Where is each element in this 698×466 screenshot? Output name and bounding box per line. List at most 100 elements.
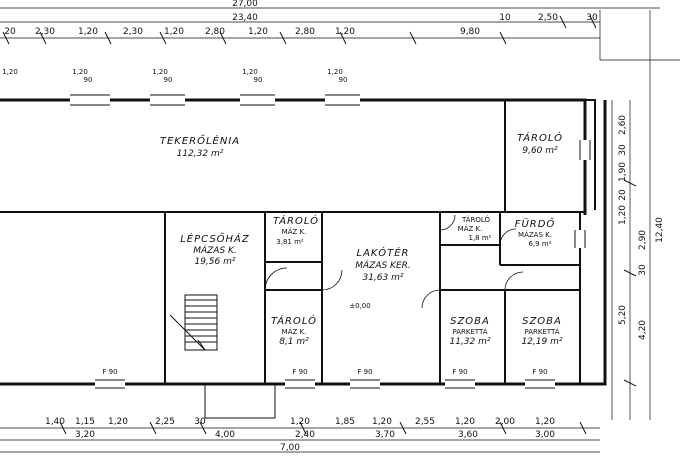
room-area: 112,32 m² xyxy=(177,149,224,159)
room-area: 6,9 m² xyxy=(529,240,552,248)
dim-right-total: 12,40 xyxy=(655,217,665,243)
dim-top-chain: 2,80 xyxy=(295,27,315,37)
room-sub: MÁZAS KER. xyxy=(355,259,411,271)
dim-bottom-chain-2: 4,00 xyxy=(215,430,235,440)
window-labels: F 90 F 90 F 90 F 90 F 90 90 90 90 90 1,2… xyxy=(2,68,547,376)
dim-top-chain: 1,20 xyxy=(248,27,268,37)
room-sub: MÁZ K. xyxy=(458,224,483,233)
room-area: 12,19 m² xyxy=(521,337,562,347)
dim-bottom-chain: 2,00 xyxy=(495,417,515,427)
dim-right-chain: 20 xyxy=(618,189,628,201)
room-name: LAKÓTÉR xyxy=(357,246,410,259)
room-name: SZOBA xyxy=(450,316,490,327)
room-area: 8,1 m² xyxy=(279,337,309,347)
staircase xyxy=(169,294,218,351)
dimension-lines xyxy=(0,7,680,453)
window-label: F 90 xyxy=(102,368,117,376)
window-height: 90 xyxy=(84,76,93,84)
room-area: 1,8 m² xyxy=(469,234,492,242)
room-area: 31,63 m² xyxy=(362,273,403,283)
dim-right-chain: 4,20 xyxy=(638,320,648,340)
dim-overall-width: 27,00 xyxy=(232,0,258,9)
top-windows xyxy=(70,94,360,106)
window-mark: 1,20 xyxy=(2,68,18,76)
dim-bottom-chain: 1,15 xyxy=(75,417,95,427)
room-sub: MÁZAS K. xyxy=(518,230,552,239)
room-name: FÜRDŐ xyxy=(515,216,556,230)
room-area: 11,32 m² xyxy=(449,337,490,347)
room-sub: MÁZ K. xyxy=(282,227,307,236)
dim-bottom-chain: 1,20 xyxy=(455,417,475,427)
dim-bottom-chain: 1,20 xyxy=(535,417,555,427)
room-area: 3,81 m² xyxy=(276,238,304,246)
room-name: TÁROLÓ xyxy=(273,214,319,227)
dim-bottom-chain: 1,20 xyxy=(372,417,392,427)
dim-bottom-chain: 1,85 xyxy=(335,417,355,427)
dim-bottom-total: 7,00 xyxy=(280,443,300,453)
dim-segment-width: 23,40 xyxy=(232,13,258,23)
dim-top-right: 10 xyxy=(499,13,511,23)
dim-bottom-chain: 1,20 xyxy=(290,417,310,427)
dimension-ticks xyxy=(2,15,637,435)
window-label: F 90 xyxy=(532,368,547,376)
dim-bottom-chain-2: 2,40 xyxy=(295,430,315,440)
room-sub: MÁZ K. xyxy=(282,327,307,336)
bottom-windows xyxy=(95,379,555,389)
dim-right-chain: 5,20 xyxy=(618,305,628,325)
dim-top-chain: 2,30 xyxy=(123,27,143,37)
right-dimensions: 2,60 30 1,90 20 1,20 5,20 2,90 30 4,20 1… xyxy=(618,115,665,340)
window-mark: 1,20 xyxy=(152,68,168,76)
room-sub: PARKETTA xyxy=(452,328,487,336)
room-name: LÉPCSŐHÁZ xyxy=(180,231,250,245)
window-mark: 1,20 xyxy=(327,68,343,76)
dim-right-chain: 1,90 xyxy=(618,162,628,182)
dim-top-chain: 2,80 xyxy=(205,27,225,37)
dim-bottom-chain-2: 3,00 xyxy=(535,430,555,440)
room-name: TÁROLÓ xyxy=(461,215,491,224)
room-name: SZOBA xyxy=(522,316,562,327)
window-height: 90 xyxy=(254,76,263,84)
dim-bottom-chain-2: 3,20 xyxy=(75,430,95,440)
dim-right-chain: 30 xyxy=(638,264,648,276)
room-sub: PARKETTA xyxy=(524,328,559,336)
dim-top-right: 30 xyxy=(586,13,598,23)
dim-right-chain: 2,60 xyxy=(618,115,628,135)
window-height: 90 xyxy=(339,76,348,84)
window-height: 90 xyxy=(164,76,173,84)
dim-top-right: 2,50 xyxy=(538,13,558,23)
dim-right-chain: 1,20 xyxy=(618,205,628,225)
dim-top-chain: 2,30 xyxy=(35,27,55,37)
window-mark: 1,20 xyxy=(72,68,88,76)
outer-wall-right xyxy=(585,99,596,210)
room-area: 19,56 m² xyxy=(194,257,235,267)
dim-bottom-chain: 30 xyxy=(194,417,206,427)
dim-right-chain: 2,90 xyxy=(638,230,648,250)
room-area: 9,60 m² xyxy=(522,146,558,156)
room-labels: TEKERŐLÉNIA 112,32 m² TÁROLÓ 9,60 m² LÉP… xyxy=(160,131,563,347)
room-sub: MÁZAS K. xyxy=(193,244,237,256)
dim-bottom-chain: 2,25 xyxy=(155,417,175,427)
door-swings xyxy=(264,214,524,309)
dim-top-chain: 9,80 xyxy=(460,27,480,37)
room-name: TÁROLÓ xyxy=(517,131,563,144)
dim-top-chain: 1,20 xyxy=(78,27,98,37)
level-mark: ±0,00 xyxy=(349,302,370,310)
window-label: F 90 xyxy=(452,368,467,376)
top-dimensions: 27,00 23,40 10 2,50 30 20 2,30 1,20 2,30… xyxy=(4,0,598,37)
interior-walls xyxy=(0,100,585,384)
bottom-dimensions: 1,40 1,15 1,20 2,25 30 1,20 1,85 1,20 2,… xyxy=(45,417,555,453)
dim-top-chain: 1,20 xyxy=(164,27,184,37)
window-label: F 90 xyxy=(292,368,307,376)
window-label: F 90 xyxy=(357,368,372,376)
dim-top-chain: 20 xyxy=(4,27,16,37)
entrance xyxy=(204,384,276,419)
window-mark: 1,20 xyxy=(242,68,258,76)
room-name: TEKERŐLÉNIA xyxy=(160,133,240,147)
dim-right-chain: 30 xyxy=(618,144,628,156)
dim-bottom-chain: 1,20 xyxy=(108,417,128,427)
dim-bottom-chain-2: 3,60 xyxy=(458,430,478,440)
dim-bottom-chain-2: 3,70 xyxy=(375,430,395,440)
right-windows xyxy=(574,140,591,248)
dim-bottom-chain: 2,55 xyxy=(415,417,435,427)
